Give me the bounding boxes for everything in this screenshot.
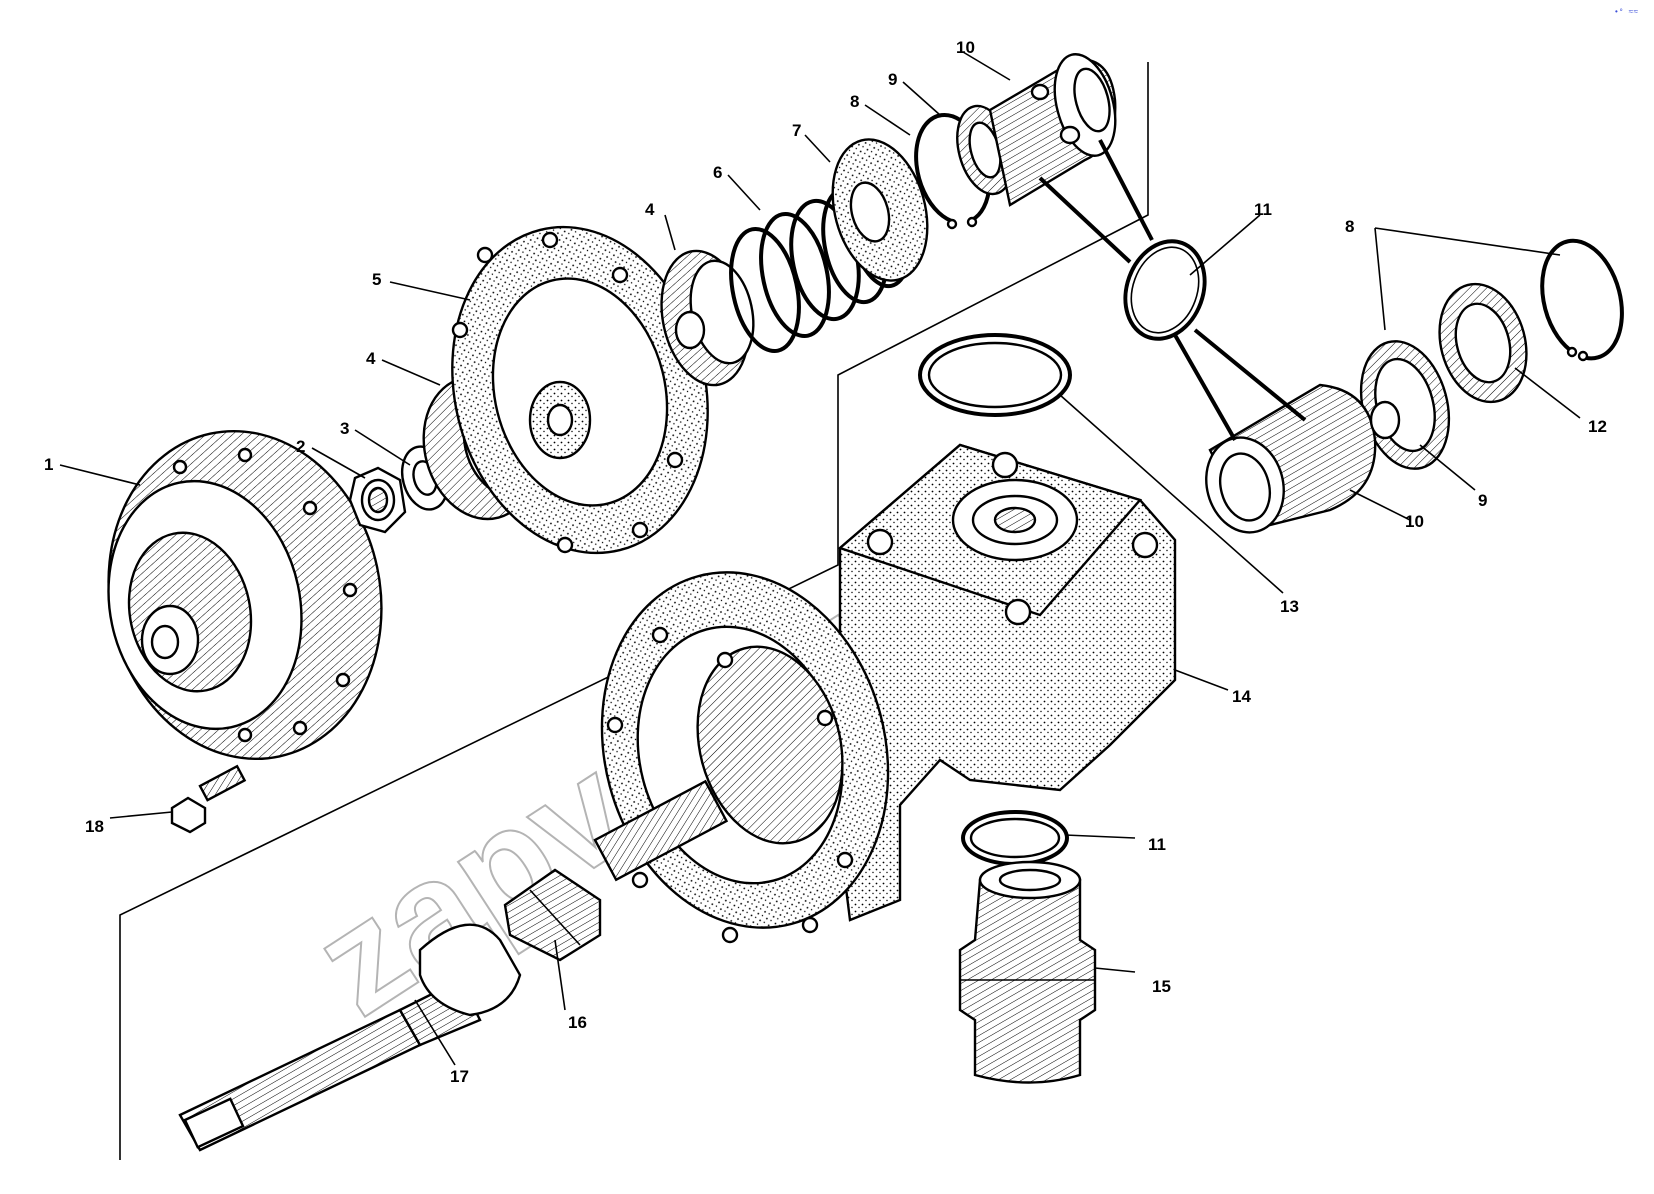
corner-mark: •° ≈≈ (1614, 8, 1638, 17)
part-2-nut (348, 466, 407, 534)
label-4-lower: 4 (366, 349, 376, 368)
label-4-upper: 4 (645, 200, 655, 219)
label-11-upper: 11 (1254, 200, 1272, 219)
part-18-bolt (170, 764, 247, 834)
label-16: 16 (568, 1013, 587, 1032)
part-14-body (837, 443, 1177, 922)
ring-connectors (1038, 139, 1307, 441)
part-13-oring (918, 333, 1072, 417)
part-15-fitting (958, 860, 1097, 1084)
label-7: 7 (792, 121, 801, 140)
label-8-upper: 8 (850, 92, 859, 111)
part-16-coupling (503, 779, 729, 962)
part-1-cover (107, 429, 383, 761)
part-10-sleeve-upper (988, 53, 1117, 207)
part-8-ring-right (1540, 238, 1624, 362)
label-18: 18 (85, 817, 104, 836)
label-9-right: 9 (1478, 491, 1487, 510)
leader-lines (59, 51, 1581, 1066)
frame-outline (119, 62, 1149, 1160)
label-10-upper: 10 (956, 38, 975, 57)
part-labels: 1 2 3 4 5 4 6 7 8 9 10 11 8 12 9 10 13 1… (44, 38, 1607, 1086)
part-11-oring-upper (1123, 239, 1207, 341)
label-9-upper: 9 (888, 70, 897, 89)
label-3: 3 (340, 419, 349, 438)
label-14: 14 (1232, 687, 1251, 706)
part-12-seal (1438, 282, 1528, 404)
label-11-lower: 11 (1148, 835, 1166, 854)
label-15: 15 (1152, 977, 1171, 996)
part-10-sleeve-right (1205, 383, 1401, 534)
part-4-upper-plate (660, 249, 755, 387)
label-5: 5 (372, 270, 381, 289)
label-13: 13 (1280, 597, 1299, 616)
part-17-shaft (178, 923, 522, 1152)
part-11-oring-lower (961, 810, 1069, 866)
label-10-right: 10 (1405, 512, 1424, 531)
part-7-disc (831, 138, 929, 282)
label-8-right: 8 (1345, 217, 1354, 236)
label-6: 6 (713, 163, 722, 182)
label-2: 2 (296, 437, 305, 456)
label-12: 12 (1588, 417, 1607, 436)
label-1: 1 (44, 455, 53, 474)
label-17: 17 (450, 1067, 469, 1086)
